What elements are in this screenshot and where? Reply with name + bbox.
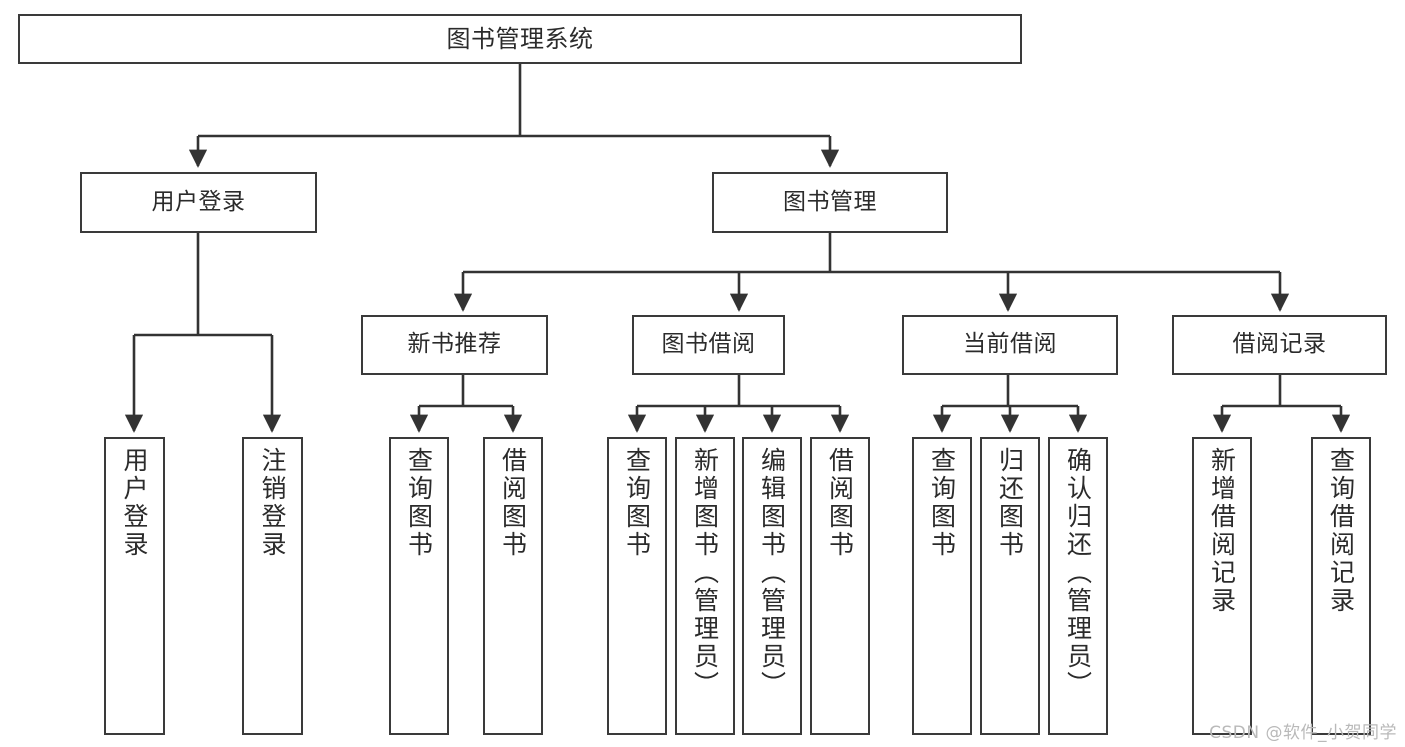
node-leaf-edit-book-label: 编辑图书（管理员） [757,447,787,699]
node-leaf-borrow-book-1-label: 借阅图书 [498,447,528,559]
node-leaf-user-login[interactable]: 用户登录 [104,437,165,735]
node-book-borrow[interactable]: 图书借阅 [632,315,785,375]
node-leaf-confirm-return-label: 确认归还（管理员） [1063,447,1093,699]
node-borrow-record[interactable]: 借阅记录 [1172,315,1387,375]
node-leaf-logout-login[interactable]: 注销登录 [242,437,303,735]
node-leaf-query-book-3-label: 查询图书 [927,447,957,559]
node-leaf-query-book-3[interactable]: 查询图书 [912,437,972,735]
node-leaf-add-book-label: 新增图书（管理员） [690,447,720,699]
node-leaf-query-book-1-label: 查询图书 [404,447,434,559]
watermark: CSDN @软件_小贺同学 [1209,723,1397,743]
node-book-manage-label: 图书管理 [783,188,877,215]
node-root[interactable]: 图书管理系统 [18,14,1022,64]
node-user-login[interactable]: 用户登录 [80,172,317,233]
node-current-borrow-label: 当前借阅 [963,331,1057,358]
node-user-login-label: 用户登录 [151,188,246,215]
node-leaf-query-book-1[interactable]: 查询图书 [389,437,449,735]
node-leaf-edit-book[interactable]: 编辑图书（管理员） [742,437,802,735]
node-leaf-logout-login-label: 注销登录 [258,447,287,559]
node-new-book-recommend[interactable]: 新书推荐 [361,315,548,375]
node-current-borrow[interactable]: 当前借阅 [902,315,1118,375]
node-new-book-recommend-label: 新书推荐 [407,331,502,358]
node-root-label: 图书管理系统 [446,24,594,53]
node-leaf-query-book-2-label: 查询图书 [622,447,652,559]
node-leaf-query-record[interactable]: 查询借阅记录 [1311,437,1371,735]
node-leaf-confirm-return[interactable]: 确认归还（管理员） [1048,437,1108,735]
node-leaf-query-book-2[interactable]: 查询图书 [607,437,667,735]
node-leaf-borrow-book-1[interactable]: 借阅图书 [483,437,543,735]
node-leaf-add-book[interactable]: 新增图书（管理员） [675,437,735,735]
node-leaf-add-record[interactable]: 新增借阅记录 [1192,437,1252,735]
node-leaf-borrow-book-2[interactable]: 借阅图书 [810,437,870,735]
node-book-borrow-label: 图书借阅 [661,331,756,358]
node-leaf-user-login-label: 用户登录 [120,447,149,559]
node-leaf-add-record-label: 新增借阅记录 [1207,447,1237,615]
node-leaf-borrow-book-2-label: 借阅图书 [825,447,855,559]
node-leaf-return-book-label: 归还图书 [995,447,1025,559]
node-borrow-record-label: 借阅记录 [1232,331,1327,358]
node-book-manage[interactable]: 图书管理 [712,172,948,233]
node-leaf-query-record-label: 查询借阅记录 [1326,447,1356,615]
node-leaf-return-book[interactable]: 归还图书 [980,437,1040,735]
